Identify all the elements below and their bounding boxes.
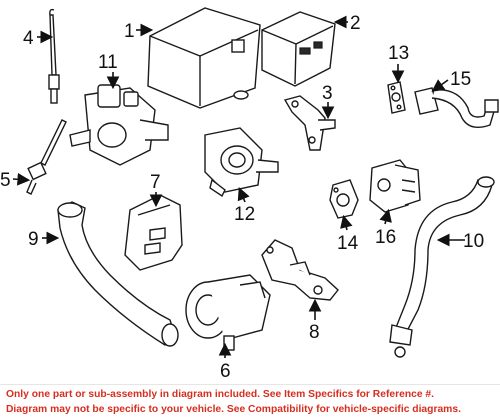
callout-10: 10 xyxy=(463,231,484,252)
leader-lines xyxy=(12,15,465,358)
part-11-valve[interactable] xyxy=(69,84,169,166)
parts-diagram: 1 2 3 4 5 6 7 8 9 10 11 12 13 14 15 16 xyxy=(0,7,499,382)
part-9-pipe[interactable] xyxy=(57,201,179,347)
callout-5: 5 xyxy=(0,170,11,191)
part-14-gasket[interactable] xyxy=(329,179,359,219)
callout-15: 15 xyxy=(450,69,471,90)
disclaimer-line-2: Diagram may not be specific to your vehi… xyxy=(6,404,461,415)
part-15-tube[interactable] xyxy=(414,87,499,128)
callout-13: 13 xyxy=(388,43,409,64)
callout-11: 11 xyxy=(98,52,118,73)
part-10-hose[interactable] xyxy=(389,176,495,358)
part-6-pump-motor[interactable] xyxy=(185,274,271,351)
part-3-bracket[interactable] xyxy=(283,95,336,151)
disclaimer-banner: Only one part or sub-assembly in diagram… xyxy=(0,384,500,420)
callout-16: 16 xyxy=(375,227,396,248)
callout-9: 9 xyxy=(28,229,39,250)
disclaimer-line-1: Only one part or sub-assembly in diagram… xyxy=(6,389,435,400)
callout-4: 4 xyxy=(23,28,34,49)
callout-6: 6 xyxy=(220,361,231,382)
callout-labels: 1 2 3 4 5 6 7 8 9 10 11 12 13 14 15 16 xyxy=(0,13,484,382)
callout-14: 14 xyxy=(337,233,359,254)
callout-1: 1 xyxy=(124,21,135,42)
part-8-bracket[interactable] xyxy=(261,239,339,301)
part-2-module[interactable] xyxy=(261,11,336,87)
part-7-shield[interactable] xyxy=(124,194,183,271)
part-12-pump[interactable] xyxy=(204,127,279,198)
callout-3: 3 xyxy=(322,83,333,104)
part-16-egr[interactable] xyxy=(369,159,421,213)
part-1-canister[interactable] xyxy=(147,7,261,109)
part-4-sensor[interactable] xyxy=(48,8,60,104)
callout-12: 12 xyxy=(234,204,255,225)
callout-8: 8 xyxy=(309,322,320,343)
part-5-probe[interactable] xyxy=(26,119,67,195)
parts-diagram-svg: 1 2 3 4 5 6 7 8 9 10 11 12 13 14 15 16 xyxy=(0,7,499,382)
part-13-gasket[interactable] xyxy=(387,81,406,114)
callout-7: 7 xyxy=(150,172,161,193)
callout-2: 2 xyxy=(350,13,361,34)
